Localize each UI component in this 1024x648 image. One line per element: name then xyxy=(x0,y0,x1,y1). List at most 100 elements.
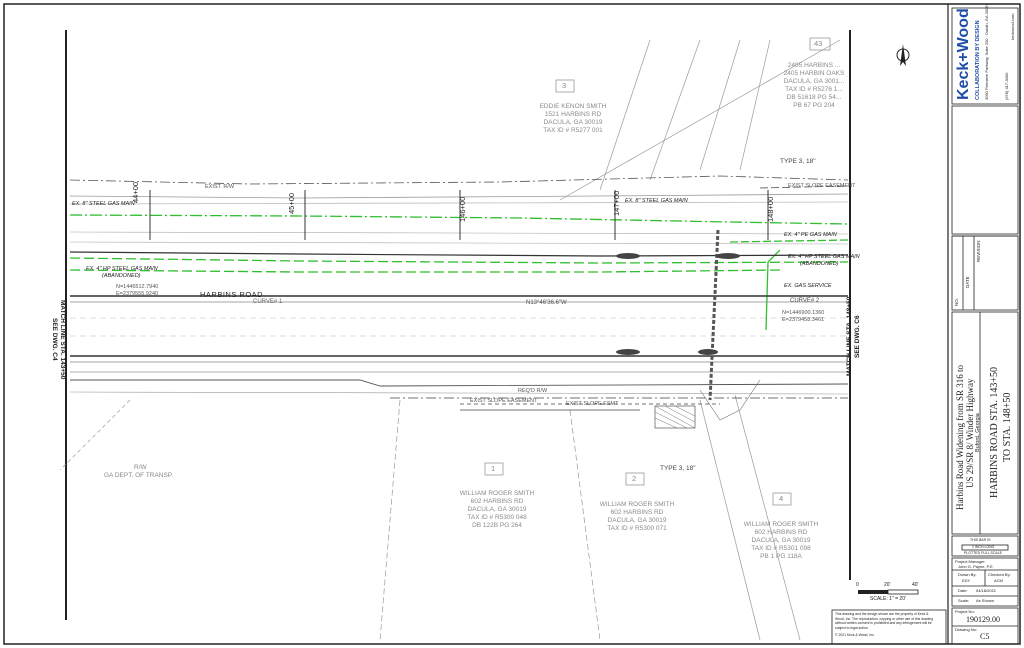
project-title-line-1: Harbins Road Widening from SR 316 to xyxy=(955,365,965,510)
scale-tick-0: 0 xyxy=(856,582,859,588)
parcel-line: PB 1 PG 118A xyxy=(760,553,802,560)
coord-left-n: N=1446512.7940 xyxy=(116,284,159,290)
parcel-line: DACULA, GA 3001... xyxy=(783,78,845,85)
bar-note-3: PLOTTED FULL SCALE xyxy=(964,551,1002,555)
company-logo: Keck+Wood xyxy=(955,8,972,100)
exist-slope-easement-bottom: EXIST SLOPE EASEMENT xyxy=(470,398,538,404)
road-name-label: HARBINS ROAD xyxy=(200,290,264,299)
gas-label-pe-4: EX. 4" PE GAS MAIN xyxy=(784,232,837,238)
parcel-line: TAX ID # R5300 048 xyxy=(467,514,527,521)
drawing-no-label: Drawing No: xyxy=(955,627,978,632)
scale-tick-40: 40' xyxy=(912,582,919,588)
rw-dept-label-2: GA DEPT. OF TRANSP. xyxy=(104,472,174,479)
scale-label-tb: Scale: xyxy=(958,598,970,603)
station-ticks xyxy=(149,190,769,240)
legal-line: subject to legal action. xyxy=(835,625,869,630)
parcel-line: 1521 HARBINS RD xyxy=(544,111,602,118)
company-tagline: COLLABORATION BY DESIGN xyxy=(975,20,981,100)
parcel-line: 2405 HARBINS ... xyxy=(787,62,841,69)
scale-bar xyxy=(858,589,919,595)
exist-slope-esmt: EXIST SLOPE ESMT xyxy=(566,401,619,407)
parcel-line: 602 HARBINS RD xyxy=(610,509,664,516)
station-146: 146+00 xyxy=(458,196,467,222)
gas-label-hp-steel-4-right: EX. 4" HP STEEL GAS MAIN xyxy=(788,254,860,260)
coord-right-e: E=2379458.3461 xyxy=(782,317,825,323)
parcel-line: TAX ID # R5277 001 xyxy=(543,127,603,134)
gas-mains xyxy=(69,214,849,331)
scale-tick-20: 20' xyxy=(884,582,891,588)
parcel-line: TAX ID # R5301 098 xyxy=(751,545,811,552)
curve1-label: CURVE# 1 xyxy=(253,299,283,305)
station-45: 45+00 xyxy=(287,192,296,214)
date-value: 04/18/2021 xyxy=(976,588,997,593)
parcel-line: DACULA, GA 30019 xyxy=(607,517,667,524)
parcel-owner-2: WILLIAM ROGER SMITH 602 HARBINS RD DACUL… xyxy=(592,501,682,533)
legal-line: This drawing and the design shown are th… xyxy=(835,612,929,616)
match-line-right-label: MATCH LINE STA. 148+50 xyxy=(846,296,853,376)
parcel-line: 2405 HARBIN OAKS xyxy=(783,70,845,77)
checked-value: ACM xyxy=(994,578,1003,583)
match-line-left-dwg: SEE DWG. C4 xyxy=(51,318,58,361)
type3-bottom-label: TYPE 3, 18" xyxy=(660,465,696,472)
parcel-line: 602 HARBINS RD xyxy=(470,498,524,505)
legal-line: without written consent is prohibited an… xyxy=(835,621,932,625)
parcel-line: PB 67 PG 204 xyxy=(793,102,835,109)
property-lines xyxy=(59,39,841,641)
parcel-number-43: 43 xyxy=(814,39,823,48)
bar-note-2: 1 INCH LONG xyxy=(972,545,995,549)
revision-header: REVISION xyxy=(976,240,981,262)
match-line-right-dwg: SEE DWG. C6 xyxy=(854,315,861,358)
project-no: 190129.00 xyxy=(966,615,1000,624)
gas-label-abandoned: (ABANDONED) xyxy=(102,273,141,279)
parcel-line: 602 HARBINS RD xyxy=(754,529,808,536)
date-header: DATE xyxy=(965,276,970,288)
curve2-label: CURVE# 2 xyxy=(790,298,820,304)
title-block-grid xyxy=(831,7,1019,645)
parcel-owner-1: WILLIAM ROGER SMITH 602 HARBINS RD DACUL… xyxy=(452,490,542,530)
rw-lines-bottom xyxy=(390,397,848,411)
parcel-line: DACULA, GA 30019 xyxy=(543,119,603,126)
bearing-label: N13°46'36.6"W xyxy=(526,300,567,306)
reqd-rw-label: REQ'D R/W xyxy=(518,388,548,394)
pm-name: John G. Payne, P.E. xyxy=(958,564,994,569)
parcel-owner-3: EDDIE KENON SMITH 1521 HARBINS RD DACULA… xyxy=(528,103,618,135)
parcel-line: DACULA, GA 30019 xyxy=(751,537,811,544)
parcel-line: WILLIAM ROGER SMITH xyxy=(743,521,819,528)
company-website: keckwood.com xyxy=(1010,13,1015,40)
scale-value-tb: As Shown xyxy=(976,598,995,603)
coord-left-e: E=2379555.9240 xyxy=(116,291,159,297)
no-header: NO. xyxy=(954,297,959,306)
parcel-boxes xyxy=(484,37,831,506)
drawing-no: C5 xyxy=(980,632,990,641)
bar-note-1: THIS BAR IS xyxy=(970,538,991,542)
drawn-value: EDY xyxy=(962,578,971,583)
rw-dept-label-1: R/W xyxy=(134,464,147,471)
gas-label-hp-steel-4: EX. 4" HP STEEL GAS MAIN xyxy=(86,266,158,272)
coord-right-n: N=1446900.1360 xyxy=(782,310,825,316)
parcel-line: DB 51618 PG 54... xyxy=(786,94,842,101)
legal-line: Wood, Inc. The reproduction, copying or … xyxy=(835,616,934,621)
checked-label: Checked By: xyxy=(988,572,1011,577)
north-arrow-icon xyxy=(896,44,910,66)
parcel-line: WILLIAM ROGER SMITH xyxy=(459,490,535,497)
sheet-title-line-2: TO STA. 148+50 xyxy=(1002,392,1013,462)
project-no-label: Project No: xyxy=(955,609,975,614)
sheet-border xyxy=(3,3,1021,645)
match-line-left-label: MATCH LINE STA. 143+50 xyxy=(59,300,66,380)
gas-label-steel-8-mid: EX. 8" STEEL GAS MAIN xyxy=(625,198,688,204)
station-147: 147+00 xyxy=(612,190,621,216)
parcel-line: TAX ID # R5276 1... xyxy=(785,86,843,93)
company-address: 3090 Premiere Parkway, Suite 200 · Dulut… xyxy=(984,3,989,100)
rw-lines-top xyxy=(69,175,849,205)
station-44: 44+00 xyxy=(131,181,140,203)
parcel-owner-43: 2405 HARBINS ... 2405 HARBIN OAKS DACULA… xyxy=(774,62,854,110)
date-label: Date: xyxy=(958,588,968,593)
drawn-label: Drawn By: xyxy=(958,572,977,577)
copyright: © 2021 Keck & Wood, Inc. xyxy=(835,633,875,637)
gas-label-abandoned-right: (ABANDONED) xyxy=(800,261,839,267)
parcel-line: WILLIAM ROGER SMITH xyxy=(599,501,675,508)
legal-notice: This drawing and the design shown are th… xyxy=(835,612,945,638)
project-location: Buford, Georgia xyxy=(975,413,981,452)
parcel-line: DACULA, GA 30019 xyxy=(467,506,527,513)
exist-slope-easement-top: EXIST SLOPE EASEMENT xyxy=(788,183,856,189)
